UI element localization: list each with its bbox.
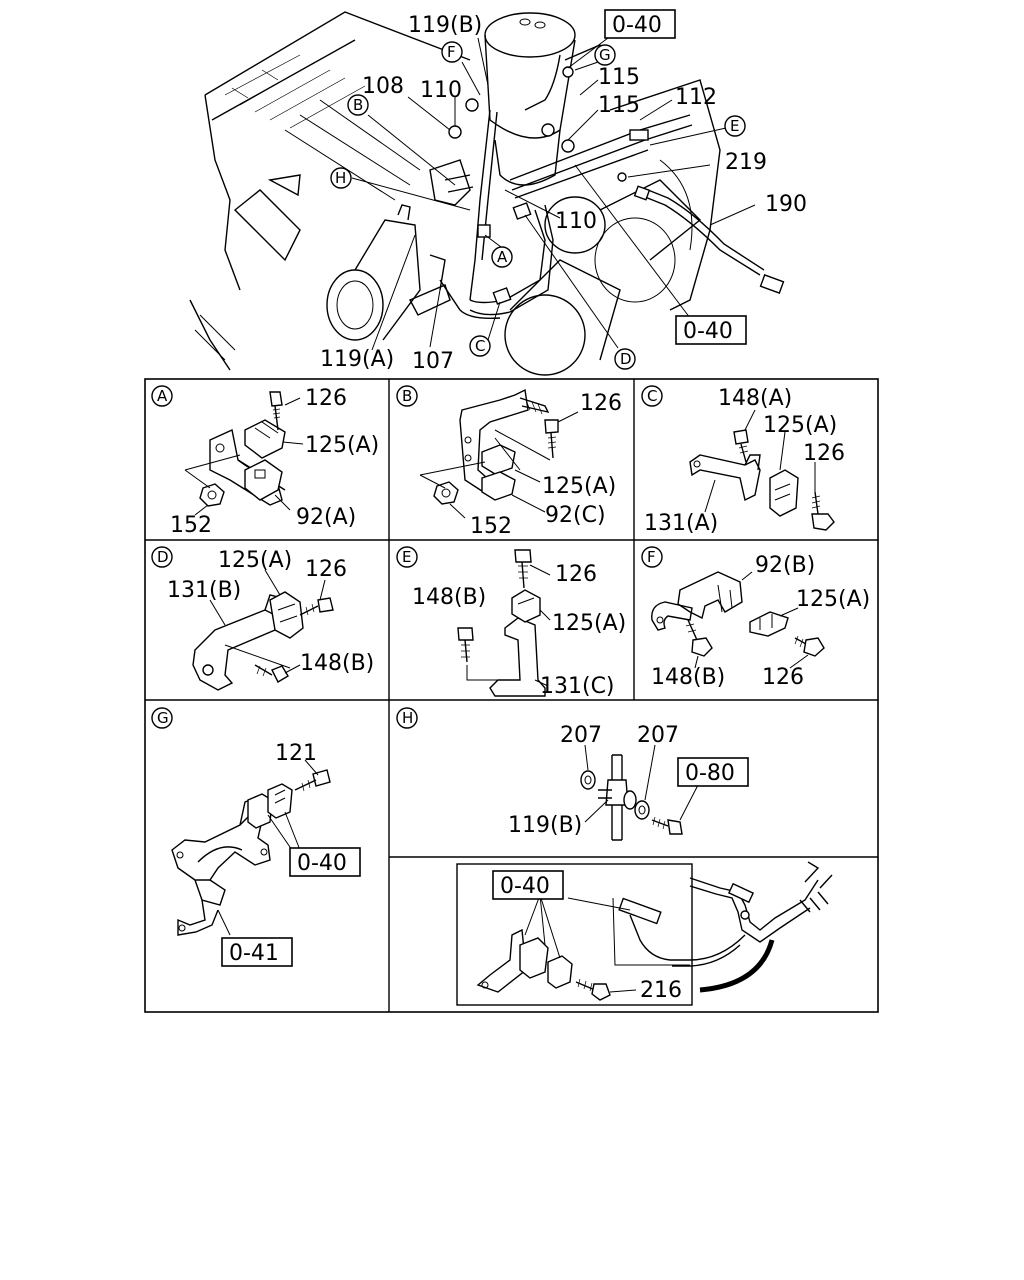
- panel-b: B 126 125(A) 152 92(C): [396, 385, 622, 539]
- marker-f: F: [447, 43, 456, 61]
- marker-c: C: [475, 337, 485, 355]
- detail-grid: [144, 378, 879, 1013]
- panel-d-label-148b: 148(B): [300, 651, 374, 676]
- label-110-mid: 110: [555, 209, 597, 234]
- ref-box-0-40-bottom: 0-40: [683, 319, 733, 344]
- panel-a-label-125a: 125(A): [305, 433, 379, 458]
- label-119b-main: 119(B): [408, 13, 482, 38]
- panel-g: G 121 0-40 0-41: [151, 707, 361, 967]
- panel-g-ref-0-41: 0-41: [229, 941, 279, 966]
- panel-a-label-92a: 92(A): [296, 505, 356, 530]
- label-108: 108: [362, 74, 404, 99]
- engine-illustration: [189, 11, 785, 376]
- label-119a: 119(A): [320, 347, 394, 372]
- panel-h-label-207-a: 207: [560, 723, 602, 748]
- main-leader-lines: [351, 34, 756, 351]
- panel-c-label-125a: 125(A): [763, 413, 837, 438]
- marker-e: E: [730, 117, 739, 135]
- marker-h: H: [335, 169, 346, 187]
- label-112: 112: [675, 85, 717, 110]
- label-190: 190: [765, 192, 807, 217]
- panel-f: F 92(B) 125(A) 148(B) 126: [641, 546, 870, 690]
- label-110-top: 110: [420, 78, 462, 103]
- marker-d: D: [620, 350, 632, 368]
- panel-a-label-126: 126: [305, 386, 347, 411]
- panel-e: E 126 148(B) 125(A) 131(C): [396, 546, 626, 699]
- label-107: 107: [412, 349, 454, 374]
- main-labels: 119(B) 108 110 115 115 112 219 190 110 1…: [320, 9, 807, 374]
- panel-h-label-207-b: 207: [637, 723, 679, 748]
- panel-f-label-126: 126: [762, 665, 804, 690]
- panel-g-label-121: 121: [275, 741, 317, 766]
- panel-a-id: A: [157, 387, 168, 405]
- label-115-b: 115: [598, 93, 640, 118]
- panel-c-label-148a: 148(A): [718, 386, 792, 411]
- panel-h-ref-0-80: 0-80: [685, 761, 735, 786]
- panel-h-label-119b: 119(B): [508, 813, 582, 838]
- panel-f-label-148b: 148(B): [651, 665, 725, 690]
- panel-e-label-125a: 125(A): [552, 611, 626, 636]
- panel-f-label-92b: 92(B): [755, 553, 815, 578]
- harness-ref-0-40: 0-40: [500, 874, 550, 899]
- panel-b-label-126: 126: [580, 391, 622, 416]
- panel-c: C 148(A) 125(A) 126 131(A): [641, 385, 845, 536]
- marker-a: A: [497, 248, 508, 266]
- panel-f-label-125a: 125(A): [796, 587, 870, 612]
- label-219: 219: [725, 150, 767, 175]
- panel-b-id: B: [402, 387, 412, 405]
- panel-d-id: D: [157, 548, 169, 566]
- panel-d-label-131b: 131(B): [167, 578, 241, 603]
- main-detail-markers: F G B H E A C D: [330, 41, 746, 370]
- harness-label-216: 216: [640, 978, 682, 1003]
- panel-e-id: E: [402, 548, 411, 566]
- panel-b-label-92c: 92(C): [545, 503, 606, 528]
- panel-h: H 207 207 119(B) 0-80: [396, 707, 749, 841]
- ref-box-0-40-top: 0-40: [612, 13, 662, 38]
- panel-c-label-126: 126: [803, 441, 845, 466]
- panel-d-label-126: 126: [305, 557, 347, 582]
- panel-c-label-131a: 131(A): [644, 511, 718, 536]
- panel-d: D 125(A) 126 131(B) 148(B): [151, 546, 374, 691]
- panel-g-ref-0-40: 0-40: [297, 851, 347, 876]
- marker-b: B: [353, 96, 363, 114]
- panel-g-id: G: [157, 709, 169, 727]
- panel-e-label-131c: 131(C): [540, 674, 615, 699]
- panel-harness: 0-40 216: [456, 861, 833, 1006]
- panel-e-label-148b: 148(B): [412, 585, 486, 610]
- panel-c-id: C: [647, 387, 657, 405]
- panel-b-label-152: 152: [470, 514, 512, 539]
- panel-e-label-126: 126: [555, 562, 597, 587]
- marker-g: G: [599, 46, 611, 64]
- panel-a: A 126 125(A) 152 92(A): [151, 385, 379, 538]
- panel-f-id: F: [647, 548, 656, 566]
- panel-a-label-152: 152: [170, 513, 212, 538]
- label-115-a: 115: [598, 65, 640, 90]
- panel-h-id: H: [402, 709, 413, 727]
- panel-d-label-125a: 125(A): [218, 548, 292, 573]
- panel-b-label-125a: 125(A): [542, 474, 616, 499]
